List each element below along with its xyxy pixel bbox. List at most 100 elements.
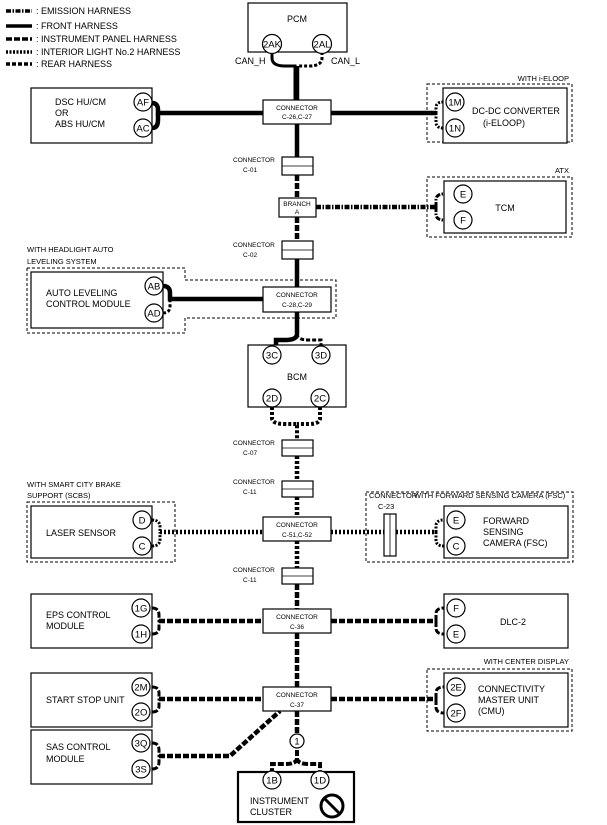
start-stop-pin-2m: 2M xyxy=(134,683,147,694)
fsc-pin-e: E xyxy=(453,516,459,527)
auto-leveling-option-line1: WITH HEADLIGHT AUTO xyxy=(27,245,114,254)
pcm-module: PCM 2AK 2AL CAN_H CAN_L xyxy=(235,2,360,66)
eps-module: EPS CONTROL MODULE 1G 1H xyxy=(30,593,153,649)
prohibited-icon xyxy=(319,793,345,819)
dcdc-line2: (i-ELOOP) xyxy=(483,118,525,128)
eps-line1: EPS CONTROL xyxy=(46,610,111,620)
auto-leveling-module: WITH HEADLIGHT AUTO LEVELING SYSTEM AUTO… xyxy=(26,245,337,334)
junction-mark: 1 xyxy=(289,733,305,749)
cmu-line3: (CMU) xyxy=(478,706,505,716)
connector-c36: CONNECTOR C-36 xyxy=(262,608,332,634)
connector-c02-line1: CONNECTOR xyxy=(233,242,275,249)
dlc-label: DLC-2 xyxy=(500,617,526,627)
fsc-line3: CAMERA (FSC) xyxy=(483,538,548,548)
pcm-label: PCM xyxy=(287,14,307,24)
connector-c11a-line2: C-11 xyxy=(243,489,257,496)
legend-label-instrument: : INSTRUMENT PANEL HARNESS xyxy=(36,34,177,44)
legend-label-rear: : REAR HARNESS xyxy=(36,59,112,69)
start-stop-module: START STOP UNIT 2M 2O xyxy=(30,672,153,728)
laser-pin-c: C xyxy=(139,542,146,553)
dsc-pin-af: AF xyxy=(137,98,149,109)
connector-c37-line1: CONNECTOR xyxy=(276,692,318,699)
connector-c07-line2: C-07 xyxy=(243,450,257,457)
laser-option-line2: SUPPORT (SCBS) xyxy=(27,491,91,500)
cmu-line2: MASTER UNIT xyxy=(478,695,540,705)
bcm-pin-2c: 2C xyxy=(314,394,326,405)
connector-c07-line1: CONNECTOR xyxy=(233,440,275,447)
fsc-connector-line1: CONNECTOR xyxy=(369,491,418,500)
legend-label-emission: : EMISSION HARNESS xyxy=(36,6,131,16)
connector-c01: CONNECTOR C-01 xyxy=(233,156,314,176)
tcm-label: TCM xyxy=(495,203,515,213)
connector-c11-upper: CONNECTOR C-11 xyxy=(233,479,314,498)
start-stop-pin-2o: 2O xyxy=(135,708,148,719)
dcdc-option-label: WITH i-ELOOP xyxy=(518,74,569,83)
laser-label: LASER SENSOR xyxy=(46,528,117,538)
sas-line1: SAS CONTROL xyxy=(46,742,111,752)
pcm-pin-2al: 2AL xyxy=(314,40,331,51)
connector-c37: CONNECTOR C-37 xyxy=(262,686,332,712)
dcdc-converter: WITH i-ELOOP DC-DC CONVERTER (i-ELOOP) 1… xyxy=(426,74,573,144)
fsc-line1: FORWARD xyxy=(483,516,529,526)
connector-c01-line1: CONNECTOR xyxy=(233,157,275,164)
laser-option-line1: WITH SMART CITY BRAKE xyxy=(27,480,121,489)
dlc-pin-f: F xyxy=(453,604,459,615)
auto-leveling-line1: AUTO LEVELING xyxy=(46,288,117,298)
eps-line2: MODULE xyxy=(46,621,85,631)
connector-c01-line2: C-01 xyxy=(243,167,257,174)
tcm-module: ATX TCM E F xyxy=(426,166,573,238)
cmu-pin-2f: 2F xyxy=(450,709,461,720)
legend-label-interior: : INTERIOR LIGHT No.2 HARNESS xyxy=(36,47,180,57)
tcm-option-label: ATX xyxy=(555,166,569,175)
connector-c26-line2: C-26,C-27 xyxy=(282,114,312,121)
connector-c37-line2: C-37 xyxy=(290,702,304,709)
dcdc-pin-1m: 1M xyxy=(448,98,461,109)
cmu-option-label: WITH CENTER DISPLAY xyxy=(484,657,569,666)
sas-module: SAS CONTROL MODULE 3Q 3S xyxy=(30,729,153,785)
cluster-line2: CLUSTER xyxy=(250,807,293,817)
connector-c26-line1: CONNECTOR xyxy=(276,105,318,112)
laser-pin-d: D xyxy=(139,516,146,527)
legend: : EMISSION HARNESS : FRONT HARNESS : INS… xyxy=(6,6,180,69)
dsc-pin-ac: AC xyxy=(136,124,149,135)
eps-pin-1g: 1G xyxy=(135,604,148,615)
junction-mark-label: 1 xyxy=(294,737,299,747)
connector-c11-lower: CONNECTOR C-11 xyxy=(233,567,314,585)
cluster-line1: INSTRUMENT xyxy=(250,796,309,806)
pcm-pin-2ak: 2AK xyxy=(263,40,282,51)
sas-pin-3s: 3S xyxy=(135,765,147,776)
connector-c36-line1: CONNECTOR xyxy=(276,614,318,621)
legend-label-front: : FRONT HARNESS xyxy=(36,21,118,31)
connector-c26-c27: CONNECTOR C-26,C-27 xyxy=(262,99,332,125)
fsc-pin-c: C xyxy=(453,542,460,553)
branch-wires xyxy=(151,100,445,771)
connector-c28-c29: CONNECTOR C-28,C-29 xyxy=(262,286,332,313)
cluster-pin-1d: 1D xyxy=(314,776,326,787)
fsc-connector-line2: C-23 xyxy=(378,502,394,511)
dcdc-line1: DC-DC CONVERTER xyxy=(472,106,560,116)
auto-leveling-pin-ad: AD xyxy=(147,309,160,320)
connector-c28-line2: C-28,C-29 xyxy=(282,302,312,309)
bcm-pin-2d: 2D xyxy=(266,394,278,405)
tcm-pin-e: E xyxy=(460,190,466,201)
bcm-label: BCM xyxy=(287,372,307,382)
connector-c11a-line1: CONNECTOR xyxy=(233,479,275,486)
branch-a-line1: BRANCH xyxy=(283,201,311,208)
connector-c51-line2: C-51,C-52 xyxy=(282,532,312,539)
cmu-module: WITH CENTER DISPLAY CONNECTIVITY MASTER … xyxy=(426,657,573,732)
dsc-line2: OR xyxy=(55,108,69,118)
connector-c51-line1: CONNECTOR xyxy=(276,522,318,529)
connector-c02-line2: C-02 xyxy=(243,252,257,259)
cmu-line1: CONNECTIVITY xyxy=(478,684,545,694)
eps-pin-1h: 1H xyxy=(135,630,147,641)
branch-a: BRANCH A xyxy=(278,197,317,218)
auto-leveling-pin-ab: AB xyxy=(148,282,161,293)
dcdc-pin-1n: 1N xyxy=(449,124,461,135)
connector-c11b-line1: CONNECTOR xyxy=(233,567,275,574)
cluster-pin-1b: 1B xyxy=(266,776,278,787)
cmu-pin-2e: 2E xyxy=(450,683,462,694)
can-h-label: CAN_H xyxy=(235,56,266,66)
connector-c07: CONNECTOR C-07 xyxy=(233,439,314,457)
branch-a-line2: A xyxy=(295,209,300,216)
